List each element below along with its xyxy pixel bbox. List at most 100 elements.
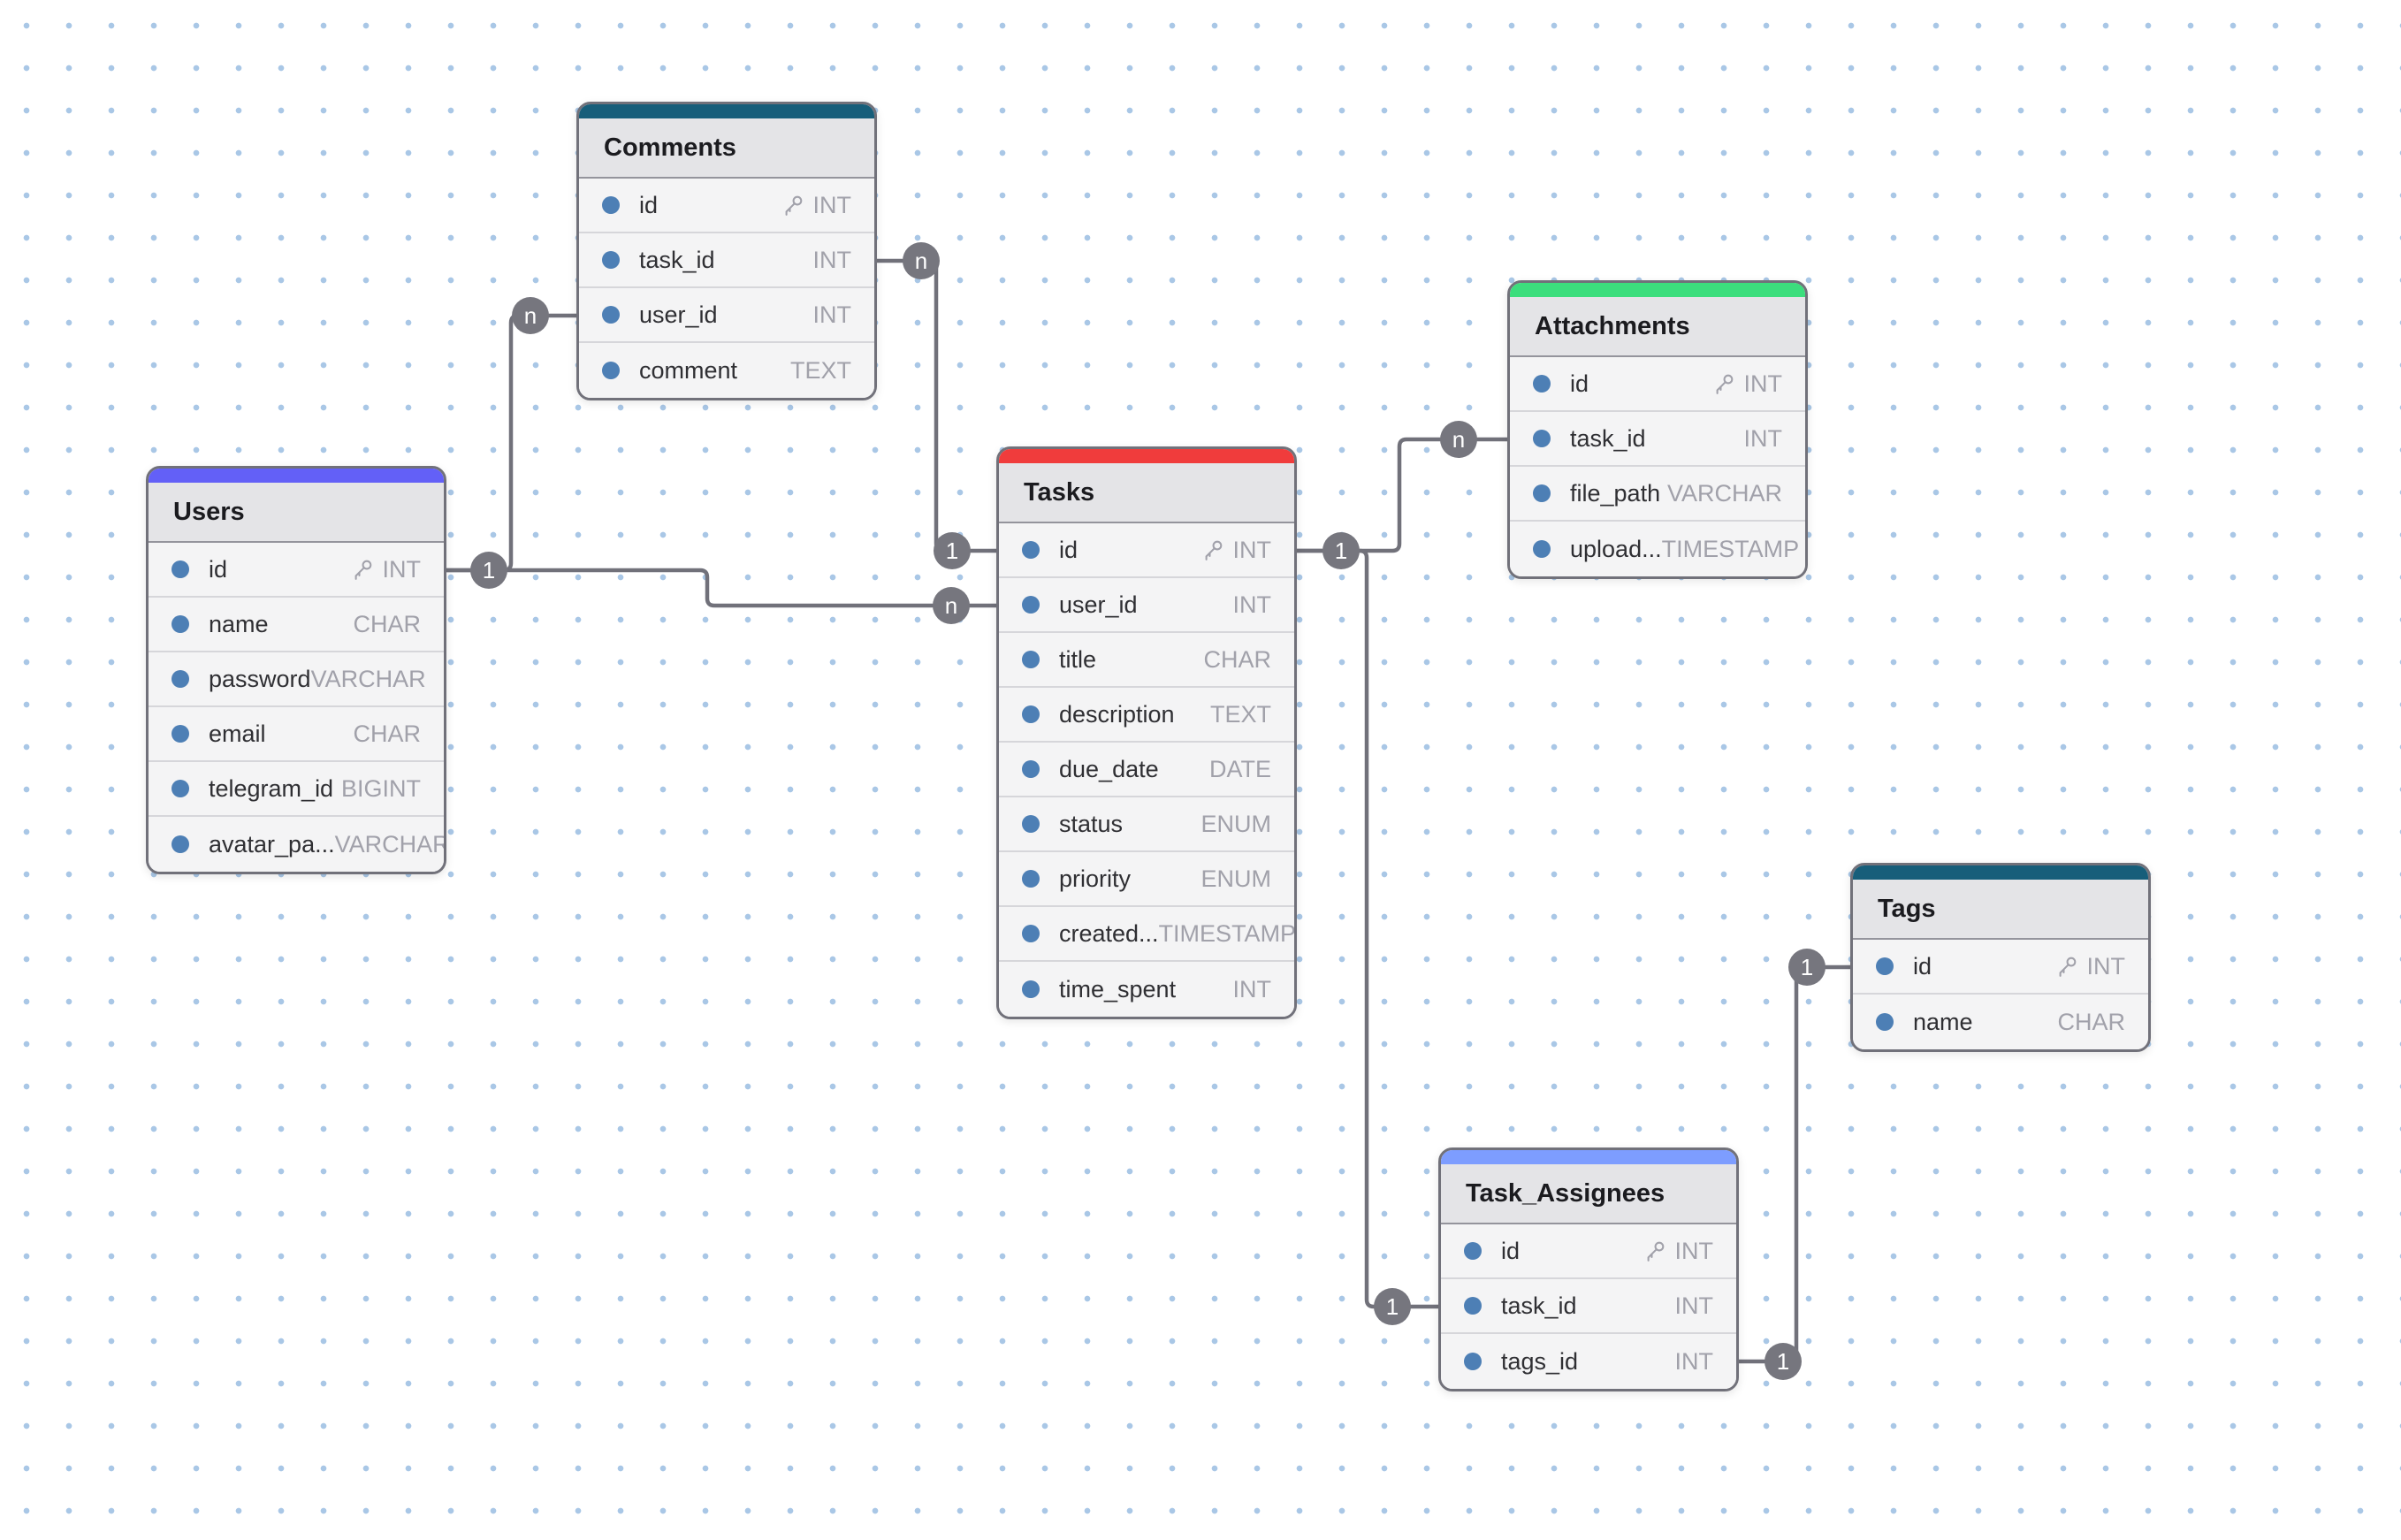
relationship-tasks-attachments[interactable] <box>1297 437 1507 553</box>
field-row[interactable]: id INT <box>1510 357 1805 412</box>
field-type-label: BIGINT <box>340 774 421 802</box>
field-type-label: INT <box>1743 424 1783 452</box>
field-row[interactable]: description TEXT <box>999 688 1294 743</box>
field-name: id <box>209 555 228 583</box>
field-dot-icon <box>172 780 189 797</box>
field-row[interactable]: id INT <box>149 543 444 598</box>
field-row[interactable]: email CHAR <box>149 707 444 762</box>
table-title[interactable]: Tasks <box>999 463 1294 523</box>
field-dot-icon <box>602 306 620 324</box>
field-name: password <box>209 665 311 692</box>
field-dot-icon <box>172 560 189 578</box>
field-type-label: TIMESTAMP <box>1661 535 1800 562</box>
field-row[interactable]: task_id INT <box>579 233 874 288</box>
field-type-label: VARCHAR <box>334 830 446 858</box>
field-row[interactable]: task_id INT <box>1510 412 1805 467</box>
field-name: name <box>1913 1008 1973 1035</box>
field-row[interactable]: priority ENUM <box>999 852 1294 907</box>
field-row[interactable]: title CHAR <box>999 633 1294 688</box>
field-row[interactable]: avatar_pa... VARCHAR <box>149 817 444 872</box>
field-dot-icon <box>1464 1353 1482 1370</box>
table-title[interactable]: Attachments <box>1510 297 1805 357</box>
field-dot-icon <box>1464 1297 1482 1315</box>
field-name: id <box>639 191 659 218</box>
key-icon <box>1647 1241 1664 1262</box>
field-row[interactable]: id INT <box>579 179 874 233</box>
field-row[interactable]: name CHAR <box>1853 995 2148 1049</box>
field-dot-icon <box>1022 705 1040 723</box>
field-type-label: CHAR <box>1203 645 1271 673</box>
field-type-label: ENUM <box>1200 810 1272 837</box>
field-type: TIMESTAMP <box>1662 536 1800 563</box>
field-name: id <box>1913 952 1932 980</box>
field-name: telegram_id <box>209 774 334 802</box>
table-attachments[interactable]: Attachments id INT task_id INT file_path… <box>1507 280 1808 579</box>
field-row[interactable]: telegram_id BIGINT <box>149 762 444 817</box>
field-type-label: INT <box>812 191 852 218</box>
field-type: INT <box>780 191 852 219</box>
field-type: TEXT <box>1210 701 1271 728</box>
field-type-label: INT <box>1232 975 1272 1003</box>
field-type: CHAR <box>353 611 421 638</box>
table-title[interactable]: Comments <box>579 118 874 179</box>
table-header-strip <box>149 469 444 483</box>
table-comments[interactable]: Comments id INT task_id INT user_id INT … <box>576 102 877 400</box>
field-row[interactable]: comment TEXT <box>579 343 874 398</box>
relationship-comments-tasks[interactable] <box>877 258 996 553</box>
field-row[interactable]: created... TIMESTAMP <box>999 907 1294 962</box>
table-title[interactable]: Task_Assignees <box>1441 1164 1736 1224</box>
cardinality-badge: n <box>903 242 940 279</box>
field-row[interactable]: id INT <box>1853 940 2148 995</box>
relationship-users-comments[interactable] <box>446 313 576 573</box>
relationship-users-tasks[interactable] <box>446 568 996 608</box>
field-dot-icon <box>1022 651 1040 668</box>
field-row[interactable]: id INT <box>1441 1224 1736 1279</box>
field-name: task_id <box>639 246 715 273</box>
field-row[interactable]: file_path VARCHAR <box>1510 467 1805 522</box>
table-header-strip <box>1510 283 1805 297</box>
field-type-label: INT <box>1674 1347 1714 1375</box>
field-dot-icon <box>1022 760 1040 778</box>
field-row[interactable]: time_spent INT <box>999 962 1294 1017</box>
field-dot-icon <box>1022 925 1040 942</box>
field-row[interactable]: password VARCHAR <box>149 652 444 707</box>
relationship-tasks-task-assignees[interactable] <box>1297 548 1438 1309</box>
field-dot-icon <box>1533 484 1551 502</box>
field-row[interactable]: upload... TIMESTAMP <box>1510 522 1805 576</box>
field-row[interactable]: tags_id INT <box>1441 1334 1736 1389</box>
field-dot-icon <box>1876 957 1894 975</box>
field-row[interactable]: status ENUM <box>999 797 1294 852</box>
table-tasks[interactable]: Tasks id INT user_id INT title CHAR desc… <box>996 446 1297 1019</box>
field-type: INT <box>813 247 852 274</box>
field-type: TIMESTAMP <box>1159 920 1294 948</box>
field-type: ENUM <box>1201 865 1272 893</box>
field-dot-icon <box>1533 430 1551 447</box>
field-type-label: CHAR <box>353 720 421 747</box>
field-row[interactable]: due_date DATE <box>999 743 1294 797</box>
table-task-assignees[interactable]: Task_Assignees id INT task_id INT tags_i… <box>1438 1147 1739 1391</box>
field-type-label: INT <box>1232 591 1272 618</box>
field-dot-icon <box>602 251 620 269</box>
cardinality-badge: n <box>1440 421 1477 458</box>
field-row[interactable]: task_id INT <box>1441 1279 1736 1334</box>
table-title[interactable]: Users <box>149 483 444 543</box>
field-type-label: INT <box>812 246 852 273</box>
field-type: VARCHAR <box>334 830 446 858</box>
relationship-tags-task-assignees[interactable] <box>1739 964 1850 1364</box>
field-type: BIGINT <box>341 775 421 803</box>
field-row[interactable]: name CHAR <box>149 598 444 652</box>
table-header-strip <box>1853 865 2148 880</box>
field-dot-icon <box>1022 815 1040 833</box>
field-row[interactable]: user_id INT <box>999 578 1294 633</box>
cardinality-badge: 1 <box>1788 949 1826 986</box>
table-tags[interactable]: Tags id INT name CHAR <box>1850 863 2151 1052</box>
field-row[interactable]: id INT <box>999 523 1294 578</box>
field-row[interactable]: user_id INT <box>579 288 874 343</box>
field-type: INT <box>1200 537 1271 564</box>
field-dot-icon <box>1022 980 1040 998</box>
field-dot-icon <box>1022 541 1040 559</box>
table-users[interactable]: Users id INT name CHAR password VARCHAR … <box>146 466 446 874</box>
field-dot-icon <box>1022 870 1040 888</box>
table-title[interactable]: Tags <box>1853 880 2148 940</box>
